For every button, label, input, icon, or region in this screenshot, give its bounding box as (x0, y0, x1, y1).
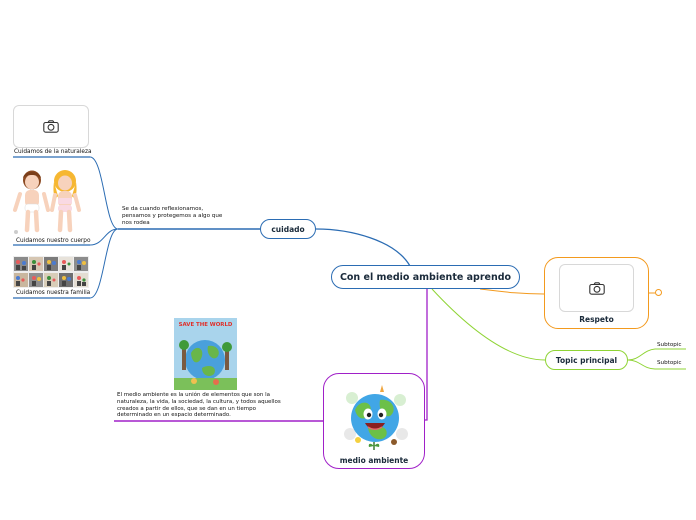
topic-principal-label: Topic principal (555, 355, 618, 365)
expand-collapse-button[interactable] (655, 289, 662, 296)
naturaleza-image-placeholder[interactable] (13, 105, 89, 148)
respeto-image-placeholder[interactable] (559, 264, 634, 312)
medio-ambiente-topic[interactable]: medio ambiente (323, 373, 425, 469)
cuidado-description: Se da cuando reflexionamos, pensamos y p… (122, 206, 223, 226)
central-topic-label: Con el medio ambiente aprendo (339, 271, 512, 283)
happy-earth-illustration (344, 385, 408, 450)
poster-title: SAVE THE WORLD (179, 322, 233, 328)
children-illustration[interactable] (12, 166, 88, 236)
familia-label: Cuidamos nuestra familia (16, 290, 91, 296)
save-the-world-poster[interactable]: SAVE THE WORLD (174, 318, 237, 390)
naturaleza-label: Cuidamos de la naturaleza (14, 149, 92, 155)
subtopic-2[interactable]: Subtopic (657, 360, 682, 366)
medio-ambiente-label: medio ambiente (339, 456, 409, 465)
family-photos[interactable] (13, 256, 89, 288)
camera-icon (588, 281, 605, 295)
cuidado-label: cuidado (271, 224, 305, 234)
medio-ambiente-description: El medio ambiente es la unión de element… (117, 392, 281, 419)
topic-principal[interactable]: Topic principal (545, 350, 628, 370)
subtopic-1[interactable]: Subtopic (657, 342, 682, 348)
camera-icon (43, 120, 59, 133)
respeto-topic[interactable]: Respeto (544, 257, 649, 329)
central-topic[interactable]: Con el medio ambiente aprendo (331, 265, 520, 289)
cuerpo-label: Cuidamos nuestro cuerpo (16, 238, 91, 244)
cuidado-topic[interactable]: cuidado (260, 219, 316, 239)
respeto-label: Respeto (579, 315, 614, 324)
